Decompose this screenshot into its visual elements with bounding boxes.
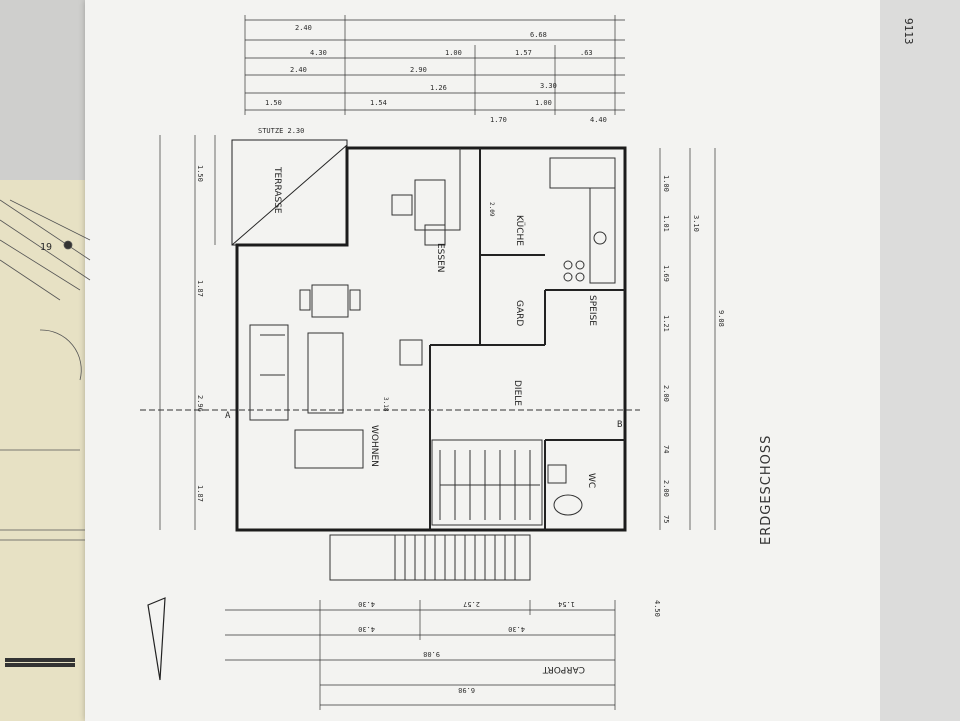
dim-top-2c: 1.57 [515,49,532,57]
dim-right-2: 1.01 [662,215,670,232]
dim-bottom-1c: 1.54 [558,600,575,608]
dim-top-1: 2.40 [295,24,312,32]
dim-top-3b: 2.90 [410,66,427,74]
terrace [231,139,348,246]
staircase [431,439,543,526]
left-dimension-lines [159,135,216,530]
dim-interior-1: 2.09 [488,202,495,217]
dim-bottom-2a: 4.30 [358,625,375,633]
dim-top-4d: 1.00 [535,99,552,107]
section-mark-b: B [617,420,622,430]
room-speise: SPEISE [587,295,597,326]
dim-top-4g: 4.40 [590,116,607,124]
room-diele: DIELE [512,380,522,406]
outer-walls [235,146,627,532]
plan-title: ERDGESCHOSS [759,435,774,545]
inner-walls [429,148,625,530]
dim-bottom-1b: 2.57 [463,600,480,608]
right-dimension-lines [659,148,716,530]
room-essen: ESSEN [435,243,445,273]
neighbor-mark: 19 [40,242,52,253]
dim-top-3a: 2.40 [290,66,307,74]
dim-top-4c: 1.26 [430,84,447,92]
corner-code: 9113 [902,18,915,45]
dim-top-4b: 1.54 [370,99,387,107]
dim-top-2b: 1.00 [445,49,462,57]
dim-top-4e: 1.70 [490,116,507,124]
dim-right-8: 75 [662,515,670,523]
section-mark-a: A [225,411,231,421]
dim-top-4a: 1.50 [265,99,282,107]
dim-left-4: 1.87 [196,485,204,502]
top-dimension-lines [244,15,625,115]
dim-right-6: 74 [662,445,670,453]
room-wohnen: WOHNEN [369,425,379,467]
dim-top-2d: .63 [580,49,593,57]
dim-bottom-1a: 4.30 [358,600,375,608]
adjacent-sheet-drawing [0,199,91,667]
adjacent-sheet [0,180,100,721]
dim-bottom-3: 9.08 [423,650,440,658]
dim-right-5: 2.00 [662,385,670,402]
dim-carport-width: 4.50 [653,600,661,617]
dim-bottom-2b: 4.30 [508,625,525,633]
room-carport: CARPORT [542,664,585,674]
room-garderobe: GARD [514,300,524,326]
dim-left-1: 1.50 [196,165,204,182]
background-sheet [880,0,960,721]
dim-right-4: 1.21 [662,315,670,332]
room-terrasse: TERRASSE [272,166,282,214]
dim-right-outer-2: 9.08 [717,310,725,327]
bottom-dimension-lines [225,600,616,710]
dim-left-2: 1.87 [196,280,204,297]
dim-interior-2: 3.18 [382,397,389,412]
plan-sheet [85,0,885,721]
dim-right-outer-1: 3.10 [692,215,700,232]
entrance-steps [329,534,531,581]
dim-top-2e: 6.68 [530,31,547,39]
dim-top-4f: 3.30 [540,82,557,90]
furniture [249,148,616,516]
room-wc: WC [586,473,596,488]
room-kueche: KÜCHE [514,215,525,246]
dim-right-7: 2.00 [662,480,670,497]
stuetze-label: STUTZE 2.30 [258,127,304,135]
north-arrow-icon [147,597,166,681]
dim-right-3: 1.69 [662,265,670,282]
dim-bottom-4: 6.98 [458,686,475,694]
dim-top-2a: 4.30 [310,49,327,57]
dim-left-3: 2.96 [196,395,204,412]
dim-right-1: 1.00 [662,175,670,192]
